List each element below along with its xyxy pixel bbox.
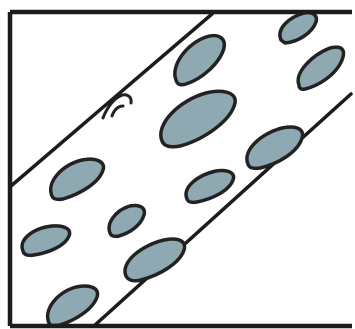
background	[0, 0, 355, 329]
shear-zone-diagram	[0, 0, 355, 329]
